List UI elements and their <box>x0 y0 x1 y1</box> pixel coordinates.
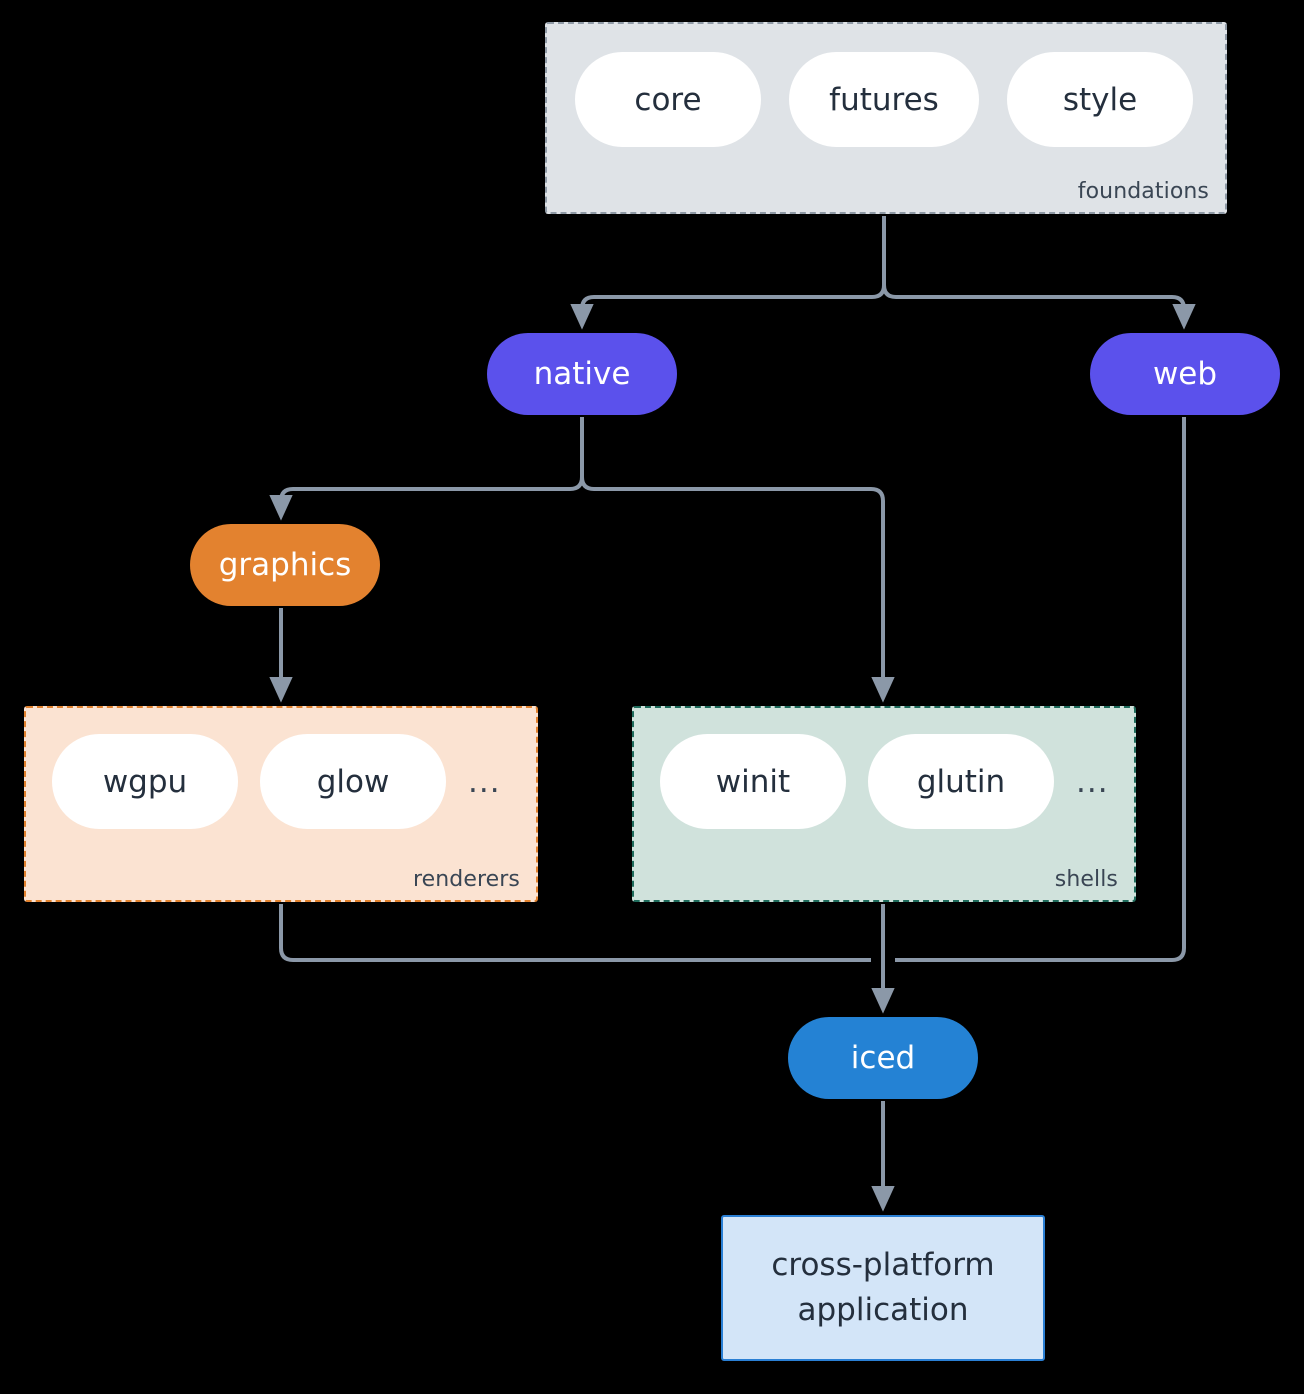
pill-wgpu[interactable]: wgpu <box>52 734 238 829</box>
node-iced[interactable]: iced <box>788 1017 978 1099</box>
pill-winit[interactable]: winit <box>660 734 846 829</box>
shells-ellipsis: ... <box>1076 763 1109 800</box>
group-foundations: core futures style foundations <box>545 22 1227 214</box>
pill-style[interactable]: style <box>1007 52 1193 147</box>
edge-native-to-shells <box>580 476 895 703</box>
group-label-foundations: foundations <box>1077 179 1209 204</box>
edge-foundations-to-web <box>882 284 1196 330</box>
node-cross-platform-application[interactable]: cross-platform application <box>721 1215 1045 1361</box>
group-label-shells: shells <box>1054 867 1118 892</box>
node-native[interactable]: native <box>487 333 677 415</box>
node-web[interactable]: web <box>1090 333 1280 415</box>
pill-glutin[interactable]: glutin <box>868 734 1054 829</box>
node-graphics[interactable]: graphics <box>190 524 380 606</box>
application-line-2: application <box>797 1292 969 1328</box>
group-label-renderers: renderers <box>412 867 520 892</box>
edge-foundations-to-native <box>570 284 886 330</box>
edge-renderers-to-iced <box>279 904 871 962</box>
group-shells: winit glutin ... shells <box>632 706 1136 902</box>
renderers-ellipsis: ... <box>468 763 501 800</box>
pill-futures[interactable]: futures <box>789 52 979 147</box>
pill-glow[interactable]: glow <box>260 734 446 829</box>
application-line-1: cross-platform <box>771 1247 995 1284</box>
edge-native-to-graphics <box>269 476 584 521</box>
group-renderers: wgpu glow ... renderers <box>24 706 538 902</box>
pill-core[interactable]: core <box>575 52 761 147</box>
